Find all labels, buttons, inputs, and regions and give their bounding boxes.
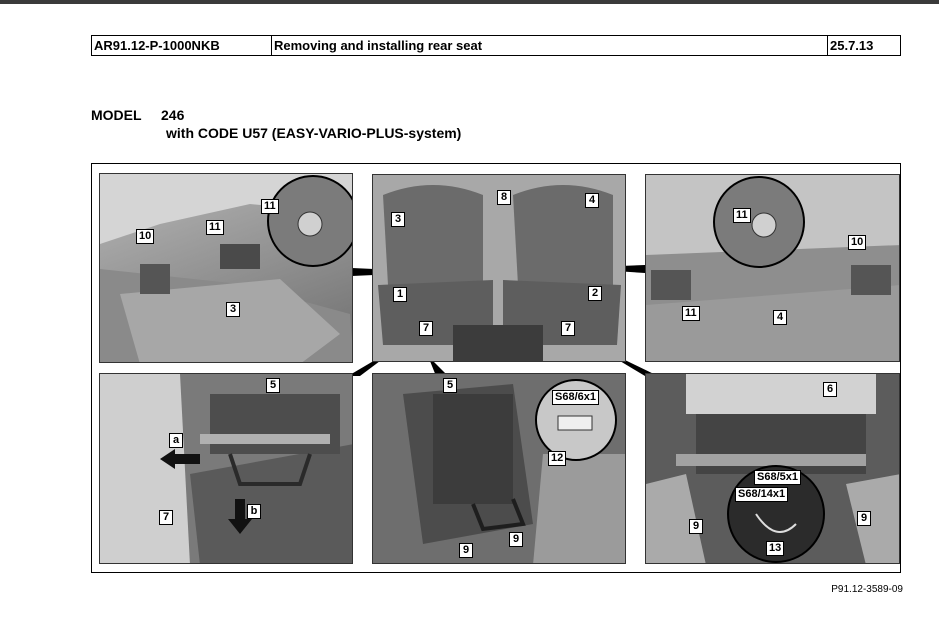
callout-10: 10 xyxy=(136,229,155,244)
callout-9: 9 xyxy=(857,511,871,526)
arrow-a-label: a xyxy=(169,433,183,448)
callout-13: 13 xyxy=(766,541,785,556)
photo-seat-frame-switches xyxy=(645,373,900,564)
photo-seat-cushion-locks xyxy=(99,173,353,363)
callout-3: 3 xyxy=(226,302,240,317)
callout-3: 3 xyxy=(391,212,405,227)
document-date: 25.7.13 xyxy=(827,35,901,56)
figure-id: P91.12-3589-09 xyxy=(831,584,903,595)
document-number: AR91.12-P-1000NKB xyxy=(91,35,272,56)
illustration-frame xyxy=(91,163,901,573)
callout-10: 10 xyxy=(848,235,867,250)
callout-7: 7 xyxy=(419,321,433,336)
callout-4: 4 xyxy=(585,193,599,208)
model-line: MODEL 246 xyxy=(91,107,184,123)
model-code-text: with CODE U57 (EASY-VARIO-PLUS-system) xyxy=(166,125,462,141)
callout-1: 1 xyxy=(393,287,407,302)
plug-s68-6x1: S68/6x1 xyxy=(552,390,599,405)
callout-7: 7 xyxy=(159,510,173,525)
callout-11: 11 xyxy=(261,199,279,214)
document-title: Removing and installing rear seat xyxy=(271,35,828,56)
callout-4: 4 xyxy=(773,310,787,325)
callout-11: 11 xyxy=(682,306,700,321)
callout-2: 2 xyxy=(588,286,602,301)
callout-6: 6 xyxy=(823,382,837,397)
callout-5: 5 xyxy=(266,378,280,393)
callout-7: 7 xyxy=(561,321,575,336)
document-header-table: AR91.12-P-1000NKB Removing and installin… xyxy=(91,35,901,56)
callout-12: 12 xyxy=(548,451,567,466)
callout-9: 9 xyxy=(459,543,473,558)
callout-8: 8 xyxy=(497,190,511,205)
callout-9: 9 xyxy=(689,519,703,534)
photo-backrest-locks xyxy=(645,174,900,362)
model-label: MODEL xyxy=(91,107,142,123)
arrow-b-label: b xyxy=(247,504,261,519)
top-border-bar xyxy=(0,0,939,4)
model-number: 246 xyxy=(161,107,185,123)
callout-11: 11 xyxy=(733,208,751,223)
callout-5: 5 xyxy=(443,378,457,393)
plug-s68-14x1: S68/14x1 xyxy=(735,487,789,502)
callout-11: 11 xyxy=(206,220,224,235)
callout-9: 9 xyxy=(509,532,523,547)
plug-s68-5x1: S68/5x1 xyxy=(754,470,801,485)
photo-rear-seat-overview xyxy=(372,174,626,362)
photo-seat-release-handle xyxy=(99,373,353,564)
